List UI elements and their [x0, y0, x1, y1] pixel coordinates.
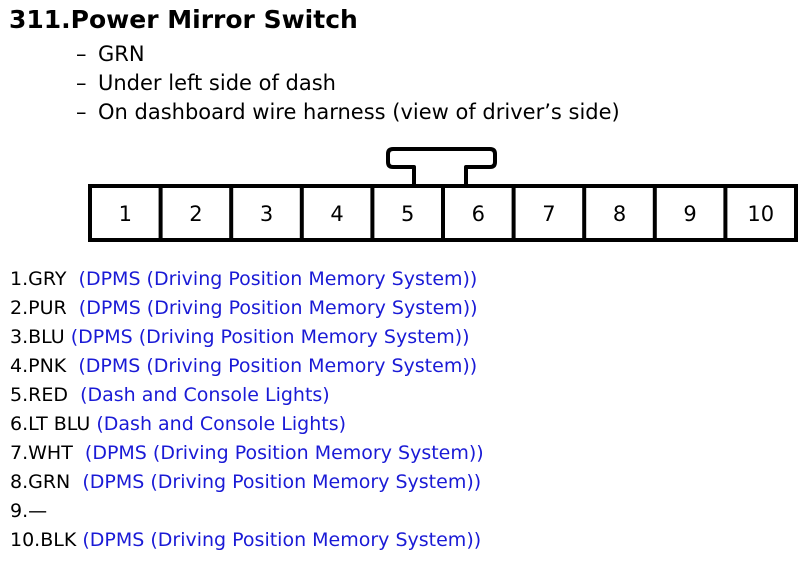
dash-bullet: – [76, 71, 87, 95]
pinout-row: 2.PUR (DPMS (Driving Position Memory Sys… [10, 294, 484, 323]
pin-number: 7 [542, 202, 555, 226]
connector-details: –GRN –Under left side of dash –On dashbo… [76, 40, 620, 127]
pin-circuit-link[interactable]: (DPMS (Driving Position Memory System)) [78, 297, 478, 319]
connector-diagram: 1 2 3 4 5 6 7 8 9 10 [88, 147, 798, 242]
pin-circuit-link[interactable]: (DPMS (Driving Position Memory System)) [78, 355, 478, 377]
pin-circuit-link[interactable]: (DPMS (Driving Position Memory System)) [84, 442, 484, 464]
pin-circuit-link[interactable]: (Dash and Console Lights) [80, 384, 330, 406]
pinout-row: 10.BLK (DPMS (Driving Position Memory Sy… [10, 526, 484, 555]
page-title: 311.Power Mirror Switch [9, 5, 358, 34]
pin-number: 10 [747, 202, 774, 226]
pin-label: 7.WHT [10, 442, 73, 464]
pin-label: 10.BLK [10, 529, 77, 551]
pin-number: 5 [401, 202, 414, 226]
pin-circuit-link[interactable]: (DPMS (Driving Position Memory System)) [82, 471, 482, 493]
pinout-row: 7.WHT (DPMS (Driving Position Memory Sys… [10, 439, 484, 468]
dash-bullet: – [76, 42, 87, 66]
detail-location: –Under left side of dash [76, 69, 620, 98]
pinout-row: 5.RED (Dash and Console Lights) [10, 381, 484, 410]
detail-text: GRN [98, 42, 145, 66]
pinout-row: 8.GRN (DPMS (Driving Position Memory Sys… [10, 468, 484, 497]
pinout-row: 3.BLU (DPMS (Driving Position Memory Sys… [10, 323, 484, 352]
pinout-row: 9.— [10, 497, 484, 526]
pin-label: 1.GRY [10, 268, 67, 290]
detail-harness: –On dashboard wire harness (view of driv… [76, 98, 620, 127]
pinout-row: 4.PNK (DPMS (Driving Position Memory Sys… [10, 352, 484, 381]
detail-color: –GRN [76, 40, 620, 69]
pin-circuit-link[interactable]: (DPMS (Driving Position Memory System)) [78, 268, 478, 290]
pin-label: 4.PNK [10, 355, 67, 377]
pin-label: 3.BLU [10, 326, 65, 348]
pin-label: 6.LT BLU [10, 413, 91, 435]
pin-circuit-link[interactable]: (DPMS (Driving Position Memory System)) [82, 529, 482, 551]
pin-number: 6 [472, 202, 485, 226]
pin-label: 2.PUR [10, 297, 67, 319]
pin-label: 9.— [10, 500, 48, 522]
pin-number: 4 [330, 202, 343, 226]
pin-number: 1 [119, 202, 132, 226]
pin-label: 8.GRN [10, 471, 71, 493]
pin-number: 2 [189, 202, 202, 226]
pin-number: 8 [613, 202, 626, 226]
pin-circuit-link[interactable]: (DPMS (Driving Position Memory System)) [70, 326, 470, 348]
pin-label: 5.RED [10, 384, 68, 406]
detail-text: On dashboard wire harness (view of drive… [98, 100, 620, 124]
pinout-row: 6.LT BLU (Dash and Console Lights) [10, 410, 484, 439]
pinout-list: 1.GRY (DPMS (Driving Position Memory Sys… [10, 265, 484, 555]
detail-text: Under left side of dash [98, 71, 336, 95]
pin-number: 9 [683, 202, 696, 226]
pin-circuit-link[interactable]: (Dash and Console Lights) [96, 413, 347, 435]
connector-lock-tab [386, 147, 497, 185]
pin-number: 3 [260, 202, 273, 226]
connector-pin-cells: 1 2 3 4 5 6 7 8 9 10 [119, 186, 774, 240]
dash-bullet: – [76, 100, 87, 124]
pinout-row: 1.GRY (DPMS (Driving Position Memory Sys… [10, 265, 484, 294]
